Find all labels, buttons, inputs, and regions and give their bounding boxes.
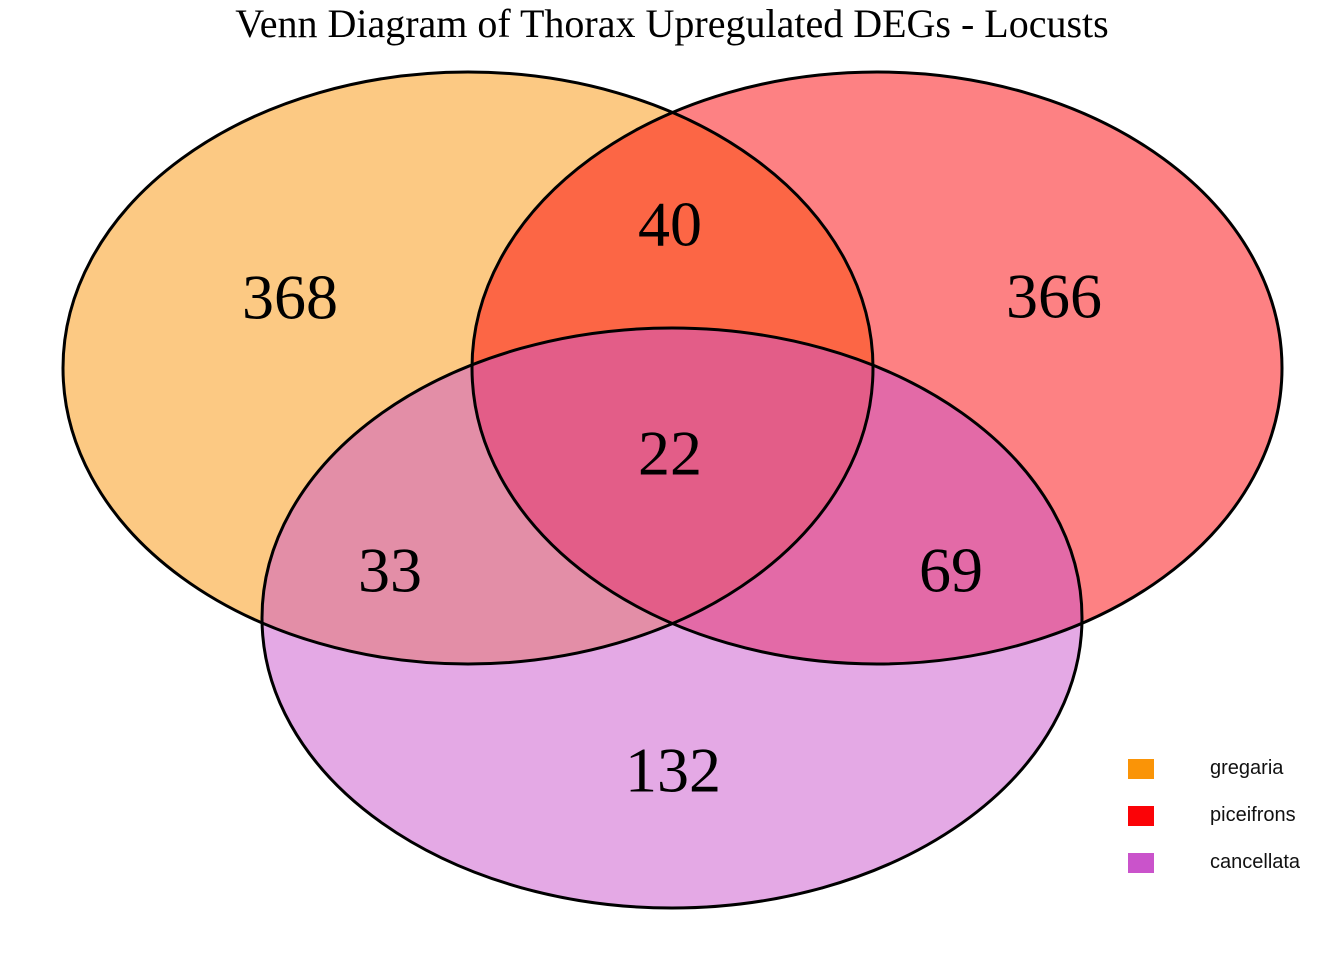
legend-item-piceifrons: piceifrons	[1128, 792, 1300, 839]
legend: gregaria piceifrons cancellata	[1128, 745, 1300, 886]
legend-label-gregaria: gregaria	[1210, 757, 1284, 779]
count-gregaria-piceifrons: 40	[638, 189, 702, 260]
gregaria-swatch-icon	[1128, 758, 1154, 779]
piceifrons-swatch-rect	[1128, 805, 1154, 826]
count-piceifrons-cancellata: 69	[919, 535, 983, 606]
count-gregaria-cancellata: 33	[358, 535, 422, 606]
legend-item-gregaria: gregaria	[1128, 745, 1300, 792]
cancellata-swatch-rect	[1128, 852, 1154, 873]
count-cancellata-only: 132	[625, 735, 721, 806]
cancellata-outline	[260, 326, 1084, 910]
piceifrons-swatch-icon	[1128, 805, 1154, 826]
cancellata-swatch-icon	[1128, 852, 1154, 873]
gregaria-swatch-rect	[1128, 758, 1154, 779]
count-piceifrons-only: 366	[1006, 261, 1102, 332]
chart-title: Venn Diagram of Thorax Upregulated DEGs …	[235, 1, 1109, 46]
piceifrons-outline	[470, 70, 1284, 666]
count-gregaria-only: 368	[242, 262, 338, 333]
legend-label-piceifrons: piceifrons	[1210, 804, 1296, 826]
count-all-three: 22	[638, 418, 702, 489]
cancellata-ellipse	[262, 328, 1082, 908]
legend-label-cancellata: cancellata	[1210, 851, 1301, 873]
gregaria-outline	[61, 70, 875, 666]
legend-item-cancellata: cancellata	[1128, 839, 1300, 886]
